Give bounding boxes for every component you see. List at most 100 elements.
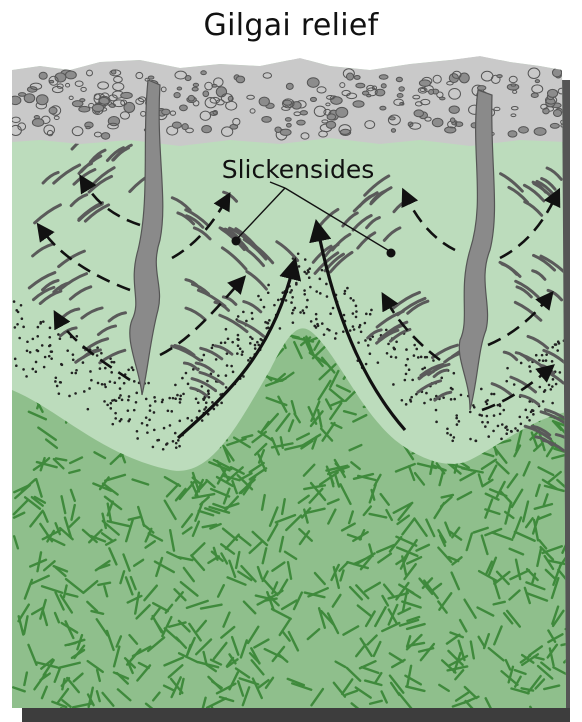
texture-dot xyxy=(310,320,313,323)
texture-dot xyxy=(473,406,476,409)
texture-dot xyxy=(237,338,240,341)
texture-dot xyxy=(485,400,488,403)
texture-dot xyxy=(355,310,358,313)
texture-dot xyxy=(203,408,206,411)
rubble-pebble xyxy=(380,106,386,110)
texture-dot xyxy=(377,361,380,364)
texture-dot xyxy=(469,438,472,441)
texture-dot xyxy=(349,297,352,300)
texture-dot xyxy=(535,354,538,357)
texture-dot xyxy=(58,392,61,395)
texture-dot xyxy=(145,398,148,401)
texture-dot xyxy=(532,413,535,416)
texture-dot xyxy=(405,364,408,367)
texture-dot xyxy=(548,384,551,387)
texture-dot xyxy=(516,429,519,432)
texture-dot xyxy=(26,340,29,343)
texture-dot xyxy=(505,425,508,428)
texture-dot xyxy=(179,398,182,401)
texture-dot xyxy=(41,344,44,347)
texture-dot xyxy=(528,365,531,368)
texture-dot xyxy=(251,337,254,340)
texture-dot xyxy=(497,425,500,428)
texture-dot xyxy=(539,386,542,389)
texture-dot xyxy=(175,442,178,445)
texture-dot xyxy=(450,398,453,401)
texture-dot xyxy=(326,295,329,298)
texture-dot xyxy=(440,377,443,380)
texture-dot xyxy=(103,400,106,403)
leader-dot-left xyxy=(232,237,241,246)
texture-dot xyxy=(96,354,99,357)
texture-dot xyxy=(386,352,389,355)
texture-dot xyxy=(236,352,239,355)
texture-dot xyxy=(121,399,124,402)
texture-dot xyxy=(220,402,223,405)
texture-dot xyxy=(387,343,390,346)
texture-dot xyxy=(332,307,335,310)
texture-dot xyxy=(227,337,230,340)
texture-dot xyxy=(106,404,109,407)
texture-dot xyxy=(72,359,75,362)
texture-dot xyxy=(355,305,358,308)
texture-dot xyxy=(392,383,395,386)
texture-dot xyxy=(425,392,428,395)
texture-dot xyxy=(237,334,240,337)
texture-dot xyxy=(497,404,500,407)
texture-dot xyxy=(505,432,508,435)
texture-dot xyxy=(256,341,259,344)
rubble-pebble xyxy=(111,70,116,74)
texture-dot xyxy=(66,349,69,352)
texture-dot xyxy=(290,264,293,267)
texture-dot xyxy=(315,290,318,293)
texture-dot xyxy=(343,314,346,317)
texture-dot xyxy=(455,417,458,420)
rubble-pebble xyxy=(180,105,188,111)
texture-dot xyxy=(242,311,245,314)
texture-dot xyxy=(319,292,322,295)
texture-dot xyxy=(315,318,318,321)
texture-dot xyxy=(302,309,305,312)
rubble-pebble xyxy=(236,76,244,83)
texture-dot xyxy=(179,394,182,397)
rubble-pebble xyxy=(174,92,180,97)
texture-dot xyxy=(113,381,116,384)
texture-dot xyxy=(260,298,263,301)
texture-dot xyxy=(201,385,204,388)
texture-dot xyxy=(127,368,130,371)
texture-dot xyxy=(413,344,416,347)
texture-dot xyxy=(267,291,270,294)
texture-dot xyxy=(435,421,438,424)
texture-dot xyxy=(201,419,204,422)
texture-dot xyxy=(555,383,558,386)
texture-dot xyxy=(413,354,416,357)
texture-dot xyxy=(251,317,254,320)
texture-dot xyxy=(303,289,306,292)
texture-dot xyxy=(492,430,495,433)
texture-dot xyxy=(127,399,130,402)
rubble-pebble xyxy=(432,118,443,127)
texture-dot xyxy=(558,342,561,345)
texture-dot xyxy=(83,390,86,393)
texture-dot xyxy=(149,404,152,407)
rubble-pebble xyxy=(396,77,402,81)
texture-dot xyxy=(342,330,345,333)
texture-dot xyxy=(268,319,271,322)
texture-dot xyxy=(518,416,521,419)
texture-dot xyxy=(528,419,531,422)
texture-dot xyxy=(88,387,91,390)
rubble-pebble xyxy=(389,117,395,120)
rubble-pebble xyxy=(80,99,85,102)
texture-dot xyxy=(432,359,435,362)
texture-dot xyxy=(486,421,489,424)
texture-dot xyxy=(323,333,326,336)
texture-dot xyxy=(237,344,240,347)
texture-dot xyxy=(455,414,458,417)
texture-dot xyxy=(231,341,234,344)
rubble-pebble xyxy=(202,126,212,133)
texture-dot xyxy=(99,367,102,370)
texture-dot xyxy=(421,368,424,371)
texture-dot xyxy=(123,382,126,385)
texture-dot xyxy=(303,312,306,315)
rubble-pebble xyxy=(124,102,135,112)
